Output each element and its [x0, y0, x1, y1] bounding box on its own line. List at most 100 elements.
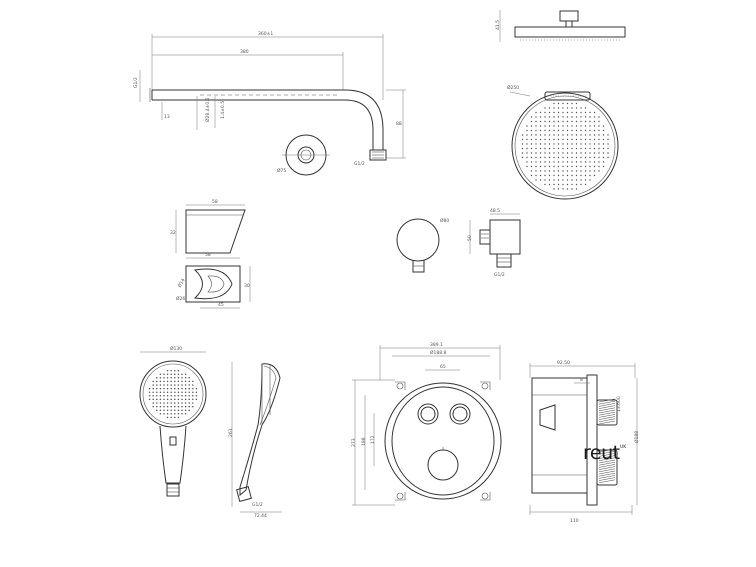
nozzle: [571, 143, 573, 145]
nozzle: [170, 398, 172, 401]
nozzle: [159, 409, 162, 411]
nozzle: [177, 373, 180, 375]
nozzle: [177, 402, 180, 404]
nozzle: [553, 174, 555, 177]
nozzle: [580, 143, 582, 145]
nozzle: [192, 391, 194, 393]
nozzle: [580, 147, 582, 150]
knurl-line: [598, 455, 616, 459]
nozzle: [159, 373, 162, 375]
nozzle: [598, 138, 600, 141]
nozzle: [159, 395, 162, 397]
nozzle: [575, 179, 578, 181]
nozzle: [177, 391, 180, 393]
nozzle: [170, 395, 172, 397]
nozzle: [598, 147, 600, 150]
nozzle: [163, 409, 165, 411]
hand-nozzle-grid: [148, 369, 198, 419]
valve-width-label: 389.1: [430, 342, 443, 348]
knurl-line: [598, 448, 616, 453]
nozzle: [580, 183, 582, 186]
nozzle: [159, 384, 162, 386]
nozzle: [535, 138, 537, 141]
valve-inner-label: 65: [440, 364, 446, 370]
knurl-line: [598, 477, 616, 481]
nozzle: [598, 134, 600, 136]
nozzle: [163, 402, 165, 404]
arm-total-label: 360±1: [258, 31, 273, 37]
nozzle: [584, 125, 587, 127]
nozzle: [553, 165, 555, 168]
nozzle: [174, 413, 176, 415]
nozzle: [544, 129, 546, 132]
nozzle: [580, 161, 582, 163]
nozzle: [188, 384, 190, 386]
nozzle: [526, 165, 528, 168]
arm-height-label: G1/2: [133, 77, 139, 88]
nozzle: [156, 409, 158, 411]
valve-width2-label: Ø188.8: [430, 349, 447, 356]
nozzle: [584, 170, 587, 172]
shower-arm-drawing: 360±1 380 G1/2 13 Ø28.4±0.5 1.4±0.5 88 G…: [133, 31, 406, 176]
nozzle: [188, 405, 190, 408]
shower-head-drawing: 41.5 Ø250: [495, 10, 626, 200]
nozzle: [553, 116, 555, 118]
nozzle: [566, 120, 569, 123]
nozzle: [156, 395, 158, 397]
nozzle: [148, 398, 151, 401]
nozzle: [593, 143, 596, 145]
nozzle: [557, 152, 560, 154]
nozzle: [177, 387, 180, 390]
nozzle: [593, 165, 596, 168]
nozzle: [584, 174, 587, 177]
nozzle: [548, 138, 551, 141]
nozzle: [521, 147, 524, 150]
nozzle: [589, 134, 591, 136]
nozzle: [156, 380, 158, 383]
nozzle: [544, 111, 546, 114]
nozzle: [521, 143, 524, 145]
nozzle: [575, 174, 578, 177]
knurl-line: [598, 411, 616, 416]
knurl-line: [598, 450, 616, 455]
nozzle: [562, 116, 564, 118]
nozzle: [557, 125, 560, 127]
nozzle: [566, 152, 569, 154]
nozzle: [571, 120, 573, 123]
nozzle: [557, 147, 560, 150]
nozzle: [192, 402, 194, 404]
nozzle: [575, 188, 578, 190]
nozzle: [177, 395, 180, 397]
nozzle: [192, 380, 194, 383]
nozzle: [530, 138, 533, 141]
nozzle: [159, 391, 162, 393]
nozzle: [607, 147, 609, 150]
nozzle: [598, 170, 600, 172]
nozzle: [553, 188, 555, 190]
nozzle: [580, 116, 582, 118]
nozzle: [548, 147, 551, 150]
nozzle: [530, 125, 533, 127]
shower-holder-drawing: 58 32 58 30 Ø14 Ø26 45: [170, 199, 251, 309]
nozzle: [571, 179, 573, 181]
nozzle: [584, 143, 587, 145]
nozzle: [184, 373, 187, 375]
nozzle: [598, 152, 600, 154]
nozzle: [553, 129, 555, 132]
nozzle: [553, 107, 555, 109]
hand-diameter-label: Ø130: [170, 345, 182, 352]
nozzle: [584, 111, 587, 114]
nozzle: [170, 380, 172, 383]
nozzle: [170, 405, 172, 408]
nozzle: [589, 138, 591, 141]
nozzle: [548, 179, 551, 181]
nozzle: [553, 147, 555, 150]
nozzle: [544, 170, 546, 172]
arm-b-label: Ø28.4±0.5: [204, 97, 211, 122]
nozzle: [535, 116, 537, 118]
nozzle: [539, 152, 542, 154]
knurl-line: [598, 420, 616, 425]
nozzle: [562, 188, 564, 190]
nozzle: [575, 111, 578, 114]
nozzle: [589, 129, 591, 132]
